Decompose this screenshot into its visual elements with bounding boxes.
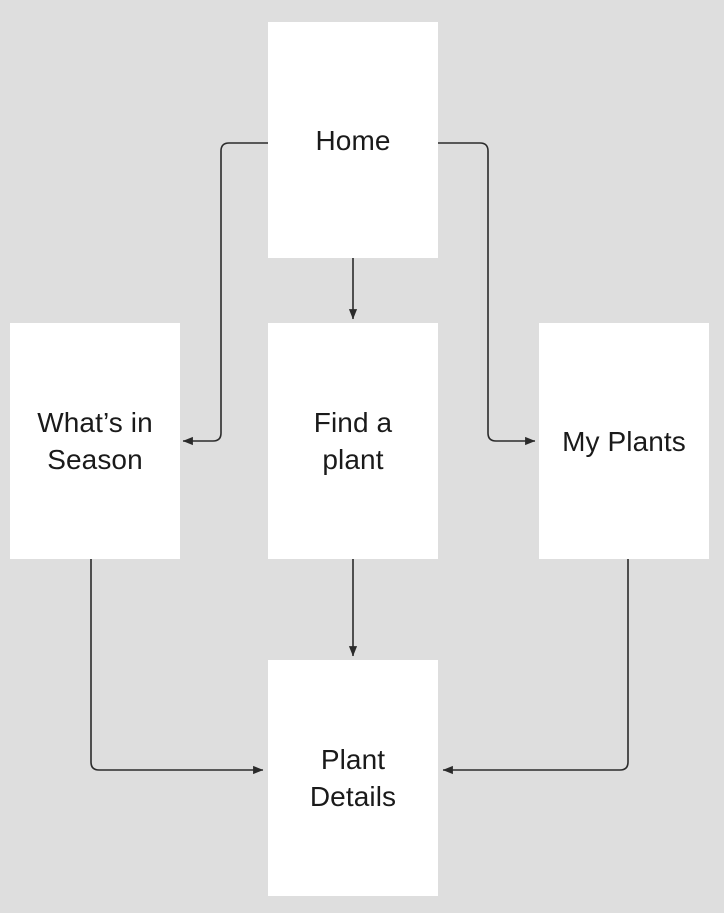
node-home-label: Home <box>315 124 391 156</box>
node-my-plants[interactable]: My Plants <box>539 323 709 559</box>
node-home[interactable]: Home <box>268 22 438 258</box>
node-whats-in-season[interactable]: What’s in Season <box>10 323 180 559</box>
edge-home-to-myplants <box>438 142 536 446</box>
node-plant-details[interactable]: Plant Details <box>268 660 438 896</box>
node-my-plants-label: My Plants <box>562 425 686 457</box>
node-whats-in-season-label: What’s in Season <box>37 407 153 475</box>
node-find-a-plant-label: Find a plant <box>313 407 393 475</box>
node-find-a-plant[interactable]: Find a plant <box>268 323 438 559</box>
edge-myplants-to-details <box>442 559 629 775</box>
edge-season-to-details <box>90 559 264 775</box>
edge-home-to-season <box>182 142 268 446</box>
node-plant-details-label: Plant Details <box>309 744 397 812</box>
